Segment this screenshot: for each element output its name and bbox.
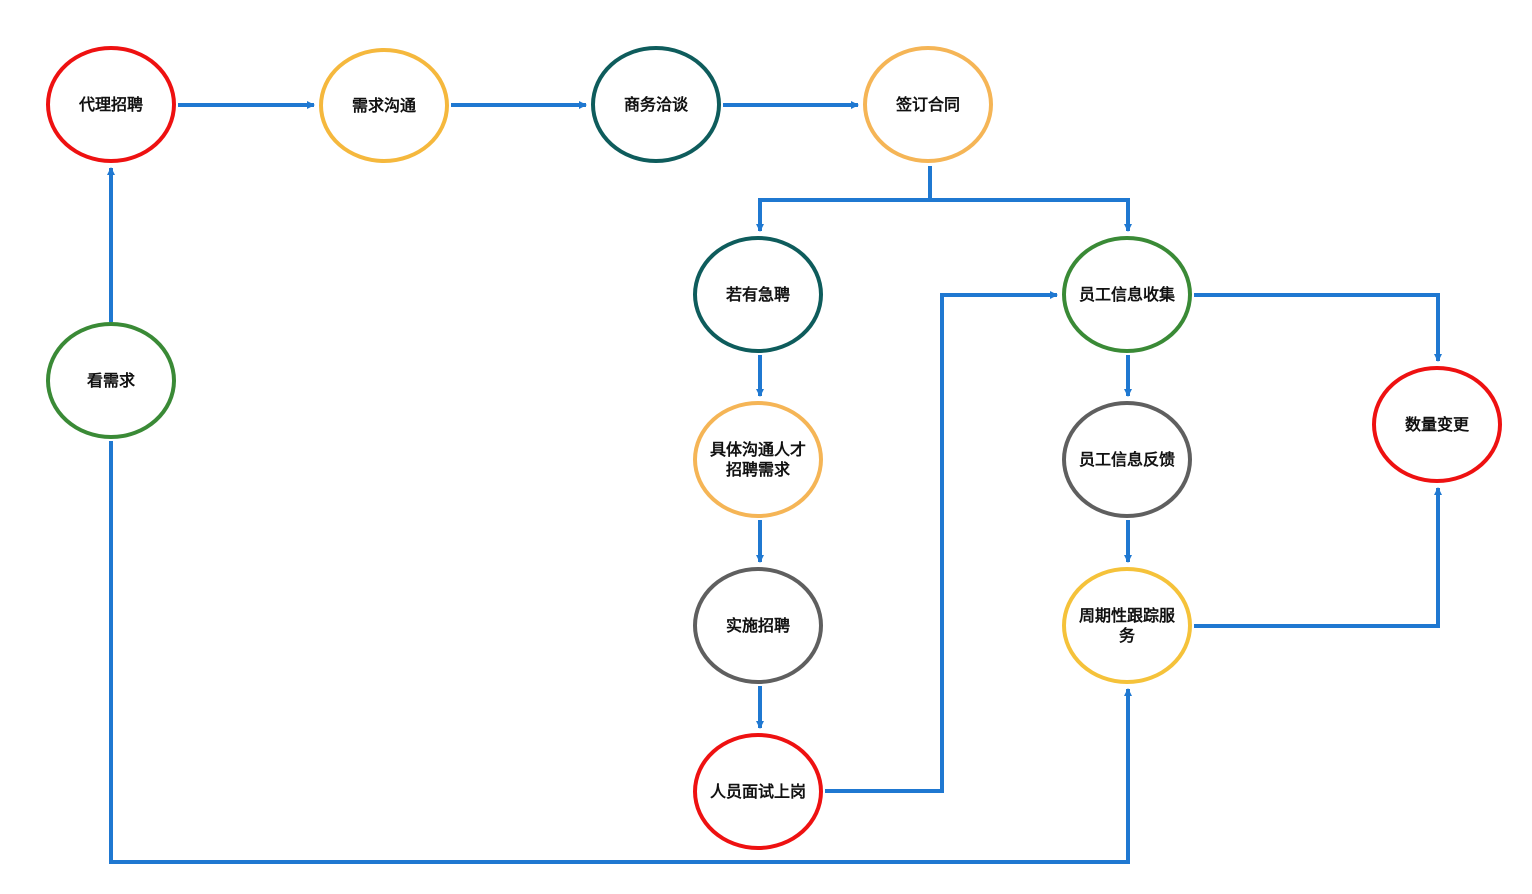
node-label: 人员面试上岗: [709, 781, 806, 801]
edge-contract-split-left: [756, 166, 932, 232]
node-sign-contract: 签订合同: [863, 46, 993, 163]
node-label: 实施招聘: [725, 615, 790, 635]
edge-look-to-tracking: [109, 441, 1132, 864]
node-label: 商务洽谈: [623, 94, 688, 114]
node-label: 员工信息反馈: [1078, 449, 1175, 469]
node-label: 若有急聘: [725, 284, 790, 304]
node-label-line-1: 周期性跟踪服: [1078, 605, 1175, 625]
node-label: 员工信息收集: [1078, 284, 1175, 304]
edge-interview-to-collect: [825, 291, 1058, 793]
node-label-group: 具体沟通人才 招聘需求: [710, 440, 806, 480]
edge-collect-to-change: [1194, 293, 1442, 362]
node-label-line-2: 招聘需求: [725, 459, 790, 479]
node-urgent-hiring: 若有急聘: [693, 236, 823, 353]
node-label-group: 周期性跟踪服 务: [1079, 606, 1175, 646]
node-label-line-1: 具体沟通人才: [709, 439, 806, 459]
node-agency-recruit: 代理招聘: [46, 46, 176, 163]
node-business-negotiation: 商务洽谈: [591, 46, 721, 163]
node-employee-info-feedback: 员工信息反馈: [1062, 401, 1192, 518]
node-interview-onboard: 人员面试上岗: [693, 733, 823, 850]
node-label: 需求沟通: [351, 95, 416, 115]
node-employee-info-collection: 员工信息收集: [1062, 236, 1192, 353]
node-view-demand: 看需求: [46, 322, 176, 439]
node-talent-requirements: 具体沟通人才 招聘需求: [693, 401, 823, 518]
node-demand-communication: 需求沟通: [319, 48, 449, 163]
edge-tracking-to-change: [1194, 487, 1442, 628]
node-label: 签订合同: [895, 94, 960, 114]
node-quantity-change: 数量变更: [1372, 366, 1502, 483]
node-implement-recruitment: 实施招聘: [693, 567, 823, 684]
node-label: 看需求: [86, 370, 135, 390]
edge-contract-split-right: [930, 198, 1132, 232]
node-periodic-tracking: 周期性跟踪服 务: [1062, 567, 1192, 684]
node-label: 代理招聘: [78, 94, 143, 114]
node-label: 数量变更: [1404, 414, 1469, 434]
node-label-line-2: 务: [1118, 625, 1135, 645]
